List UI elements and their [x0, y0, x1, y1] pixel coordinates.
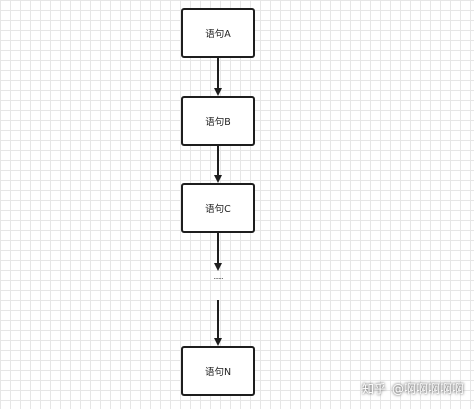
flow-node-statement-a: 语句A — [181, 8, 255, 58]
node-label: 语句B — [205, 117, 231, 128]
ellipsis-marker: ...... — [213, 272, 223, 281]
watermark-brand: 知乎 — [361, 382, 386, 396]
flow-node-statement-b: 语句B — [181, 96, 255, 146]
node-label: 语句A — [205, 29, 231, 40]
watermark-user: @啊啊啊啊啊 — [391, 382, 464, 396]
flow-node-statement-c: 语句C — [181, 183, 255, 233]
flow-node-statement-n: 语句N — [181, 346, 255, 396]
node-label: 语句N — [204, 367, 232, 378]
watermark: 知乎 @啊啊啊啊啊 — [362, 380, 464, 397]
node-label: 语句C — [205, 204, 231, 215]
